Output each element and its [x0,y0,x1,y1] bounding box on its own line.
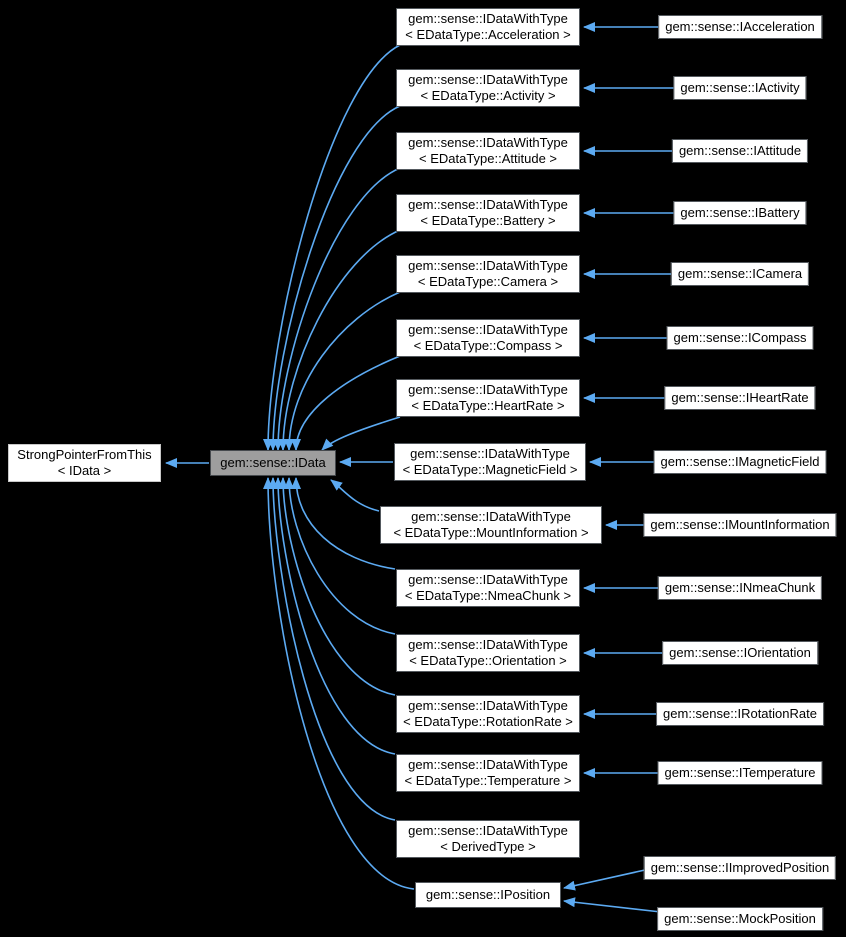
node-iheartrate[interactable]: gem::sense::IHeartRate [664,386,816,410]
node-iposition[interactable]: gem::sense::IPosition [415,882,561,908]
node-label-line1: gem::sense::IDataWithType [411,509,571,524]
node-label-line2: < EDataType::MountInformation > [393,525,589,540]
node-label-line1: gem::sense::IDataWithType [408,258,568,273]
node-idatawithtype-heartrate[interactable]: gem::sense::IDataWithType < EDataType::H… [396,379,580,417]
node-label-line1: gem::sense::IDataWithType [408,72,568,87]
edge-camera-to-idata [284,291,401,451]
node-iactivity[interactable]: gem::sense::IActivity [673,76,807,100]
edge-attitude-to-idata [273,167,401,451]
node-idatawithtype-acceleration[interactable]: gem::sense::IDataWithType < EDataType::A… [396,8,580,46]
node-label: gem::sense::IBattery [680,205,800,220]
node-label: gem::sense::IPosition [425,887,551,902]
node-label-line2: < EDataType::Attitude > [418,151,558,166]
edge-iposition-to-idata [263,477,415,890]
node-ibattery[interactable]: gem::sense::IBattery [673,201,807,225]
edge-mountinformation-to-idata [330,479,380,512]
node-idatawithtype-orientation[interactable]: gem::sense::IDataWithType < EDataType::O… [396,634,580,672]
node-label: gem::sense::MockPosition [664,911,816,926]
node-idatawithtype-activity[interactable]: gem::sense::IDataWithType < EDataType::A… [396,69,580,107]
node-label-line2: < EDataType::Orientation > [409,653,567,668]
node-label-line2: < IData > [57,463,112,478]
node-label-line1: StrongPointerFromThis [17,447,152,462]
edge-rotationrate-to-idata [278,477,396,696]
node-label-line2: < EDataType::Acceleration > [405,27,571,42]
node-label: gem::sense::IMountInformation [650,517,830,532]
node-iimprovedposition[interactable]: gem::sense::IImprovedPosition [643,856,837,880]
node-icompass[interactable]: gem::sense::ICompass [666,326,814,350]
edge-heartrate-to-idata [321,416,401,451]
node-label-line2: < EDataType::NmeaChunk > [404,588,572,603]
node-label: gem::sense::INmeaChunk [664,580,816,595]
node-label: gem::sense::IActivity [680,80,800,95]
node-strongpointerfromthis[interactable]: StrongPointerFromThis < IData > [8,444,161,482]
node-label: gem::sense::IData [220,455,326,470]
node-inmeachunk[interactable]: gem::sense::INmeaChunk [657,576,823,600]
node-label-line1: gem::sense::IDataWithType [408,322,568,337]
node-label-line1: gem::sense::IDataWithType [408,698,568,713]
edge-derivedtype-to-idata [268,477,396,821]
node-label-line2: < EDataType::Temperature > [404,773,572,788]
node-idatawithtype-rotationrate[interactable]: gem::sense::IDataWithType < EDataType::R… [396,695,580,733]
node-label: gem::sense::IImprovedPosition [650,860,830,875]
node-label-line2: < EDataType::RotationRate > [403,714,573,729]
node-label-line2: < EDataType::Camera > [417,274,559,289]
node-idatawithtype-nmeachunk[interactable]: gem::sense::IDataWithType < EDataType::N… [396,569,580,607]
node-label-line2: < EDataType::Activity > [420,88,556,103]
node-label-line2: < EDataType::Compass > [413,338,563,353]
node-iacceleration[interactable]: gem::sense::IAcceleration [658,15,822,39]
node-idatawithtype-derivedtype[interactable]: gem::sense::IDataWithType < DerivedType … [396,820,580,858]
node-label: gem::sense::ICamera [677,266,803,281]
node-label: gem::sense::ICompass [673,330,807,345]
node-label-line1: gem::sense::IDataWithType [408,197,568,212]
node-label-line1: gem::sense::IDataWithType [408,135,568,150]
edge-iimprovedposition-to-iposition [563,869,646,891]
node-iorientation[interactable]: gem::sense::IOrientation [662,641,818,665]
node-idatawithtype-camera[interactable]: gem::sense::IDataWithType < EDataType::C… [396,255,580,293]
edge-activity-to-idata [268,105,401,451]
node-label: gem::sense::IRotationRate [663,706,817,721]
node-label: gem::sense::IAcceleration [665,19,815,34]
edge-acceleration-to-idata [263,44,401,451]
node-imountinformation[interactable]: gem::sense::IMountInformation [643,513,837,537]
node-label-line2: < DerivedType > [440,839,536,854]
node-label-line1: gem::sense::IDataWithType [408,637,568,652]
node-iattitude[interactable]: gem::sense::IAttitude [671,139,809,163]
edge-nmeachunk-to-idata [291,477,396,570]
node-idatawithtype-attitude[interactable]: gem::sense::IDataWithType < EDataType::A… [396,132,580,170]
node-label-line1: gem::sense::IDataWithType [410,446,570,461]
node-idatawithtype-battery[interactable]: gem::sense::IDataWithType < EDataType::B… [396,194,580,232]
node-label-line1: gem::sense::IDataWithType [408,382,568,397]
node-label: gem::sense::IAttitude [678,143,802,158]
node-irotationrate[interactable]: gem::sense::IRotationRate [656,702,824,726]
node-icamera[interactable]: gem::sense::ICamera [670,262,810,286]
node-label-line1: gem::sense::IDataWithType [408,11,568,26]
node-label-line2: < EDataType::Battery > [420,213,556,228]
node-idata: gem::sense::IData [210,450,336,476]
node-label: gem::sense::IHeartRate [671,390,809,405]
edge-orientation-to-idata [284,477,396,635]
node-idatawithtype-temperature[interactable]: gem::sense::IDataWithType < EDataType::T… [396,754,580,792]
node-itemperature[interactable]: gem::sense::ITemperature [657,761,823,785]
node-idatawithtype-mountinformation[interactable]: gem::sense::IDataWithType < EDataType::M… [380,506,602,544]
node-label: gem::sense::ITemperature [664,765,816,780]
node-idatawithtype-compass[interactable]: gem::sense::IDataWithType < EDataType::C… [396,319,580,357]
node-label-line2: < EDataType::MagneticField > [402,462,578,477]
node-label-line1: gem::sense::IDataWithType [408,823,568,838]
node-idatawithtype-magneticfield[interactable]: gem::sense::IDataWithType < EDataType::M… [394,443,586,481]
edge-battery-to-idata [278,229,401,451]
node-label-line2: < EDataType::HeartRate > [411,398,565,413]
node-label-line1: gem::sense::IDataWithType [408,757,568,772]
node-label-line1: gem::sense::IDataWithType [408,572,568,587]
node-mockposition[interactable]: gem::sense::MockPosition [657,907,823,931]
edge-compass-to-idata [291,355,401,451]
edge-temperature-to-idata [273,477,396,755]
edge-mockposition-to-iposition [563,897,662,913]
node-label: gem::sense::IMagneticField [660,454,820,469]
node-label: gem::sense::IOrientation [669,645,811,660]
node-imagneticfield[interactable]: gem::sense::IMagneticField [653,450,827,474]
